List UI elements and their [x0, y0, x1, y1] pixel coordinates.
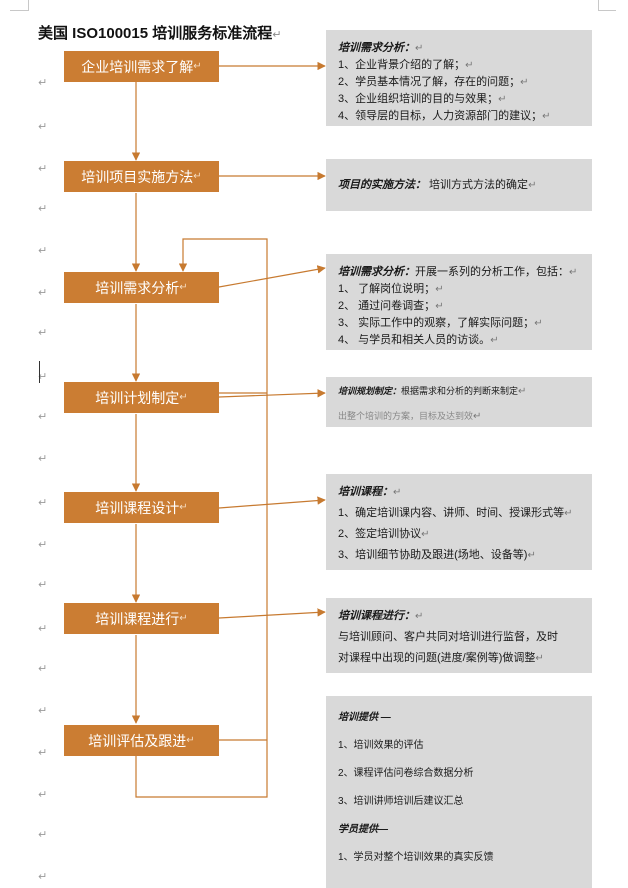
paragraph-mark-icon: ↵: [38, 287, 48, 299]
info-line: 1、企业背景介绍的了解；↵: [338, 59, 474, 71]
paragraph-mark-icon: ↵: [38, 203, 48, 215]
info-line: 项目的实施方法： 培训方式方法的确定↵: [338, 179, 537, 191]
paragraph-mark-icon: ↵: [38, 77, 48, 89]
info-line: 2、 通过问卷调查；↵: [338, 300, 444, 312]
info-line: 3、 实际工作中的观察，了解实际问题；↵: [338, 317, 543, 329]
info-box-implementation-method: 项目的实施方法： 培训方式方法的确定↵: [326, 159, 592, 211]
step-course-delivery[interactable]: 培训课程进行↵: [64, 603, 219, 634]
info-line: 培训课程：↵: [338, 486, 402, 498]
step-label: 培训项目实施方法: [81, 168, 194, 185]
paragraph-mark-icon: ↵: [272, 29, 282, 41]
step-needs-analysis[interactable]: 培训需求分析↵: [64, 272, 219, 303]
paragraph-mark-icon: ↵: [38, 789, 48, 801]
feedback-loop-line: [135, 238, 268, 798]
info-box-needs-understanding: 培训需求分析：↵ 1、企业背景介绍的了解；↵ 2、学员基本情况了解，存在的问题；…: [326, 30, 592, 126]
info-line: 3、培训细节协助及跟进(场地、设备等)↵: [338, 549, 536, 561]
paragraph-mark-icon: ↵: [38, 121, 48, 133]
text-cursor: [39, 361, 40, 383]
paragraph-mark-icon: ↵: [179, 282, 188, 293]
info-line: 1、培训效果的评估: [338, 740, 424, 751]
document-title-text: 美国 ISO100015 培训服务标准流程: [38, 25, 273, 42]
info-box-course-delivery: 培训课程进行：↵ 与培训顾问、客户共同对培训进行监督，及时 对课程中出现的问题(…: [326, 598, 592, 673]
info-line-clipped: 出整个培训的方案，目标及达到效↵: [338, 411, 482, 422]
info-line: 3、培训讲师培训后建议汇总: [338, 796, 464, 807]
paragraph-mark-icon: ↵: [38, 411, 48, 423]
arrow-step6-to-box6: [218, 608, 326, 619]
paragraph-mark-icon: ↵: [193, 171, 202, 182]
info-box-course-design: 培训课程：↵ 1、确定培训课内容、讲师、时间、授课形式等↵ 2、签定培训协议↵ …: [326, 474, 592, 570]
info-line: 学员提供—: [338, 824, 388, 835]
info-line: 对课程中出现的问题(进度/案例等)做调整↵: [338, 652, 544, 664]
paragraph-mark-icon: ↵: [38, 579, 48, 591]
paragraph-mark-icon: ↵: [38, 829, 48, 841]
step-label: 培训评估及跟进: [88, 732, 187, 749]
paragraph-mark-icon: ↵: [179, 502, 188, 513]
info-box-plan-making: 培训规划制定：根据需求和分析的判断来制定↵ 出整个培训的方案，目标及达到效↵: [326, 377, 592, 427]
paragraph-mark-icon: ↵: [179, 613, 188, 624]
paragraph-mark-icon: ↵: [38, 705, 48, 717]
info-line: 2、签定培训协议↵: [338, 528, 430, 540]
step-requirement-understanding[interactable]: 企业培训需求了解↵: [64, 51, 219, 82]
info-line: 培训提供 —: [338, 712, 391, 723]
info-line: 培训课程进行：↵: [338, 610, 424, 622]
document-title: 美国 ISO100015 培训服务标准流程↵: [38, 22, 281, 43]
paragraph-mark-icon: ↵: [38, 497, 48, 509]
paragraph-mark-icon: ↵: [38, 871, 48, 883]
info-line: 培训需求分析：↵: [338, 42, 424, 54]
arrow-step5-to-box5: [218, 496, 326, 509]
info-line: 培训需求分析：开展一系列的分析工作，包括：↵: [338, 266, 578, 278]
paragraph-mark-icon: ↵: [38, 453, 48, 465]
step-plan-making[interactable]: 培训计划制定↵: [64, 382, 219, 413]
step-course-design[interactable]: 培训课程设计↵: [64, 492, 219, 523]
info-line: 1、 了解岗位说明；↵: [338, 283, 444, 295]
info-line: 2、学员基本情况了解，存在的问题；↵: [338, 76, 529, 88]
info-line: 4、 与学员和相关人员的访谈。↵: [338, 334, 499, 346]
paragraph-mark-icon: ↵: [38, 539, 48, 551]
step-label: 培训课程设计: [95, 499, 180, 516]
paragraph-mark-icon: ↵: [38, 747, 48, 759]
info-line: 1、学员对整个培训效果的真实反馈: [338, 852, 494, 863]
info-line: 3、企业组织培训的目的与效果；↵: [338, 93, 507, 105]
paragraph-mark-icon: ↵: [38, 663, 48, 675]
arrow-step4-to-box4: [218, 389, 326, 398]
arrow-step3-to-box3: [218, 265, 326, 288]
step-label: 企业培训需求了解: [81, 58, 194, 75]
paragraph-mark-icon: ↵: [38, 371, 48, 383]
info-line: 1、确定培训课内容、讲师、时间、授课形式等↵: [338, 507, 573, 519]
step-label: 培训计划制定: [95, 389, 180, 406]
info-line: 4、领导层的目标，人力资源部门的建议；↵: [338, 110, 551, 122]
paragraph-mark-icon: ↵: [179, 392, 188, 403]
paragraph-mark-icon: ↵: [38, 623, 48, 635]
info-line: 2、课程评估问卷综合数据分析: [338, 768, 474, 779]
paragraph-mark-icon: ↵: [38, 245, 48, 257]
paragraph-mark-icon: ↵: [38, 327, 48, 339]
info-line: 与培训顾问、客户共同对培训进行监督，及时: [338, 631, 558, 643]
step-label: 培训需求分析: [95, 279, 180, 296]
info-box-needs-analysis: 培训需求分析：开展一系列的分析工作，包括：↵ 1、 了解岗位说明；↵ 2、 通过…: [326, 254, 592, 350]
paragraph-mark-icon: ↵: [186, 735, 195, 746]
step-evaluation-followup[interactable]: 培训评估及跟进↵: [64, 725, 219, 756]
paragraph-mark-icon: ↵: [193, 61, 202, 72]
step-label: 培训课程进行: [95, 610, 180, 627]
info-box-evaluation-followup: 培训提供 — 1、培训效果的评估 2、课程评估问卷综合数据分析 3、培训讲师培训…: [326, 696, 592, 888]
info-line: 培训规划制定：根据需求和分析的判断来制定↵: [338, 386, 527, 397]
paragraph-mark-icon: ↵: [38, 163, 48, 175]
step-implementation-method[interactable]: 培训项目实施方法↵: [64, 161, 219, 192]
